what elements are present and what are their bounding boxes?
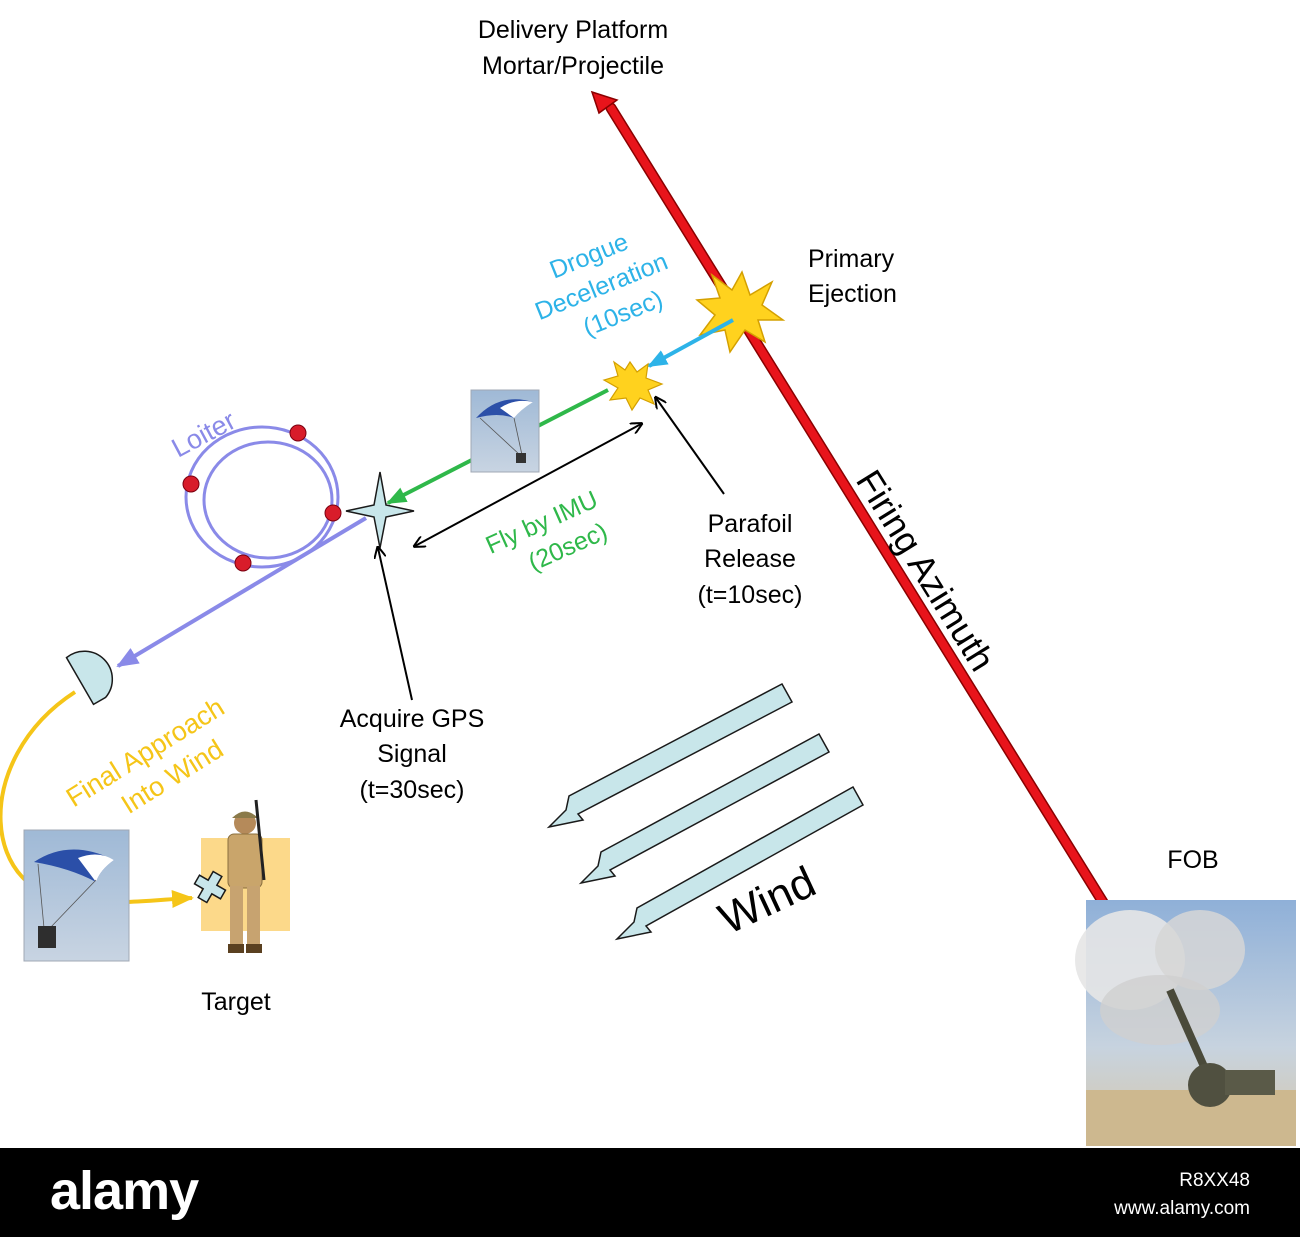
acquire-gps-pointer	[378, 548, 413, 701]
loiter-waypoint	[182, 475, 200, 493]
delivery-platform-subtitle: Mortar/Projectile	[482, 52, 664, 80]
acquire-gps-label-3: (t=30sec)	[360, 776, 465, 804]
fly-by-imu-span-arrow	[415, 424, 641, 546]
drogue-arrow	[647, 318, 734, 368]
fob-howitzer-photo	[1075, 900, 1296, 1146]
parafoil-release-label-3: (t=10sec)	[698, 581, 803, 609]
loiter-waypoint	[324, 504, 342, 522]
fly-by-imu-label: Fly by IMU (20sec)	[481, 486, 611, 577]
diagram-svg: Delivery Platform Mortar/Projectile Firi…	[0, 16, 1296, 1146]
wind-arrows	[546, 682, 865, 941]
watermark-footer: alamy R8XX48 www.alamy.com	[0, 1148, 1300, 1237]
gps-acquire-star	[345, 471, 415, 549]
alamy-logo: alamy	[50, 1161, 199, 1221]
parafoil-release-burst	[602, 360, 664, 412]
acquire-gps-label-2: Signal	[377, 740, 447, 768]
drogue-label: Drogue Deceleration (10sec)	[531, 228, 672, 342]
delivery-platform-title: Delivery Platform	[478, 16, 668, 44]
target-label: Target	[201, 988, 271, 1016]
image-code: R8XX48	[1179, 1170, 1250, 1191]
footer-url: www.alamy.com	[1114, 1198, 1250, 1219]
final-approach-marker	[65, 650, 113, 706]
loiter-exit-arrow	[116, 516, 368, 668]
parafoil-release-label-2: Release	[704, 545, 796, 573]
target-soldier	[201, 799, 290, 953]
primary-ejection-label-2: Ejection	[808, 280, 897, 308]
parafoil-landing-photo	[23, 829, 130, 962]
firing-azimuth-line	[590, 90, 1133, 947]
loiter-waypoint	[289, 424, 307, 442]
parafoil-release-pointer	[656, 398, 725, 495]
loiter-waypoint	[234, 554, 252, 572]
fob-label: FOB	[1167, 846, 1218, 874]
wind-arrow	[546, 682, 794, 829]
acquire-gps-label-1: Acquire GPS	[340, 705, 485, 733]
final-approach-label: Final Approach Into Wind	[61, 692, 230, 820]
primary-ejection-burst	[695, 270, 786, 354]
wind-arrow	[614, 785, 865, 941]
primary-ejection-label-1: Primary	[808, 245, 895, 273]
parafoil-photo	[470, 389, 540, 473]
parafoil-release-label-1: Parafoil	[708, 510, 793, 538]
wind-arrow	[578, 732, 831, 885]
loiter-pattern	[182, 424, 342, 572]
firing-azimuth-label: Firing Azimuth	[848, 463, 1003, 678]
target-marker-icon	[193, 870, 227, 904]
